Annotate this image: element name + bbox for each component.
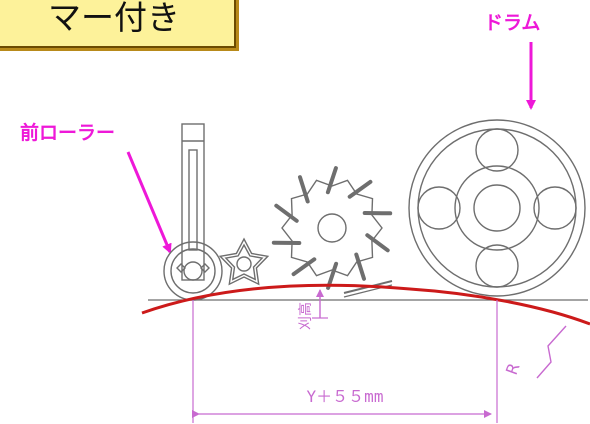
rotor-blade	[298, 175, 310, 204]
spiked-rotor	[271, 166, 393, 290]
star-gear	[218, 237, 270, 286]
dimension-label: Y＋５５mm	[307, 387, 384, 406]
rotor-blade	[291, 257, 317, 277]
front-roller	[163, 123, 223, 301]
rotor-blade	[274, 203, 299, 223]
drum-label: ドラム	[484, 12, 541, 34]
front-roller-label: 前ローラー	[20, 122, 116, 144]
rotor-blade	[365, 233, 390, 253]
ground-surface-curve	[141, 283, 590, 326]
rotor-blade	[347, 179, 373, 199]
front-roller-arrow	[126, 151, 172, 254]
rotor-blade	[325, 166, 338, 195]
cut-height-label: 刈高	[297, 302, 314, 330]
title-text: マー付き	[48, 0, 180, 37]
rotor-blade	[354, 252, 366, 281]
drum	[408, 119, 586, 297]
radius-label: R	[502, 360, 524, 377]
radius-zigzag	[536, 325, 567, 379]
title-box: マー付き	[0, 0, 236, 48]
